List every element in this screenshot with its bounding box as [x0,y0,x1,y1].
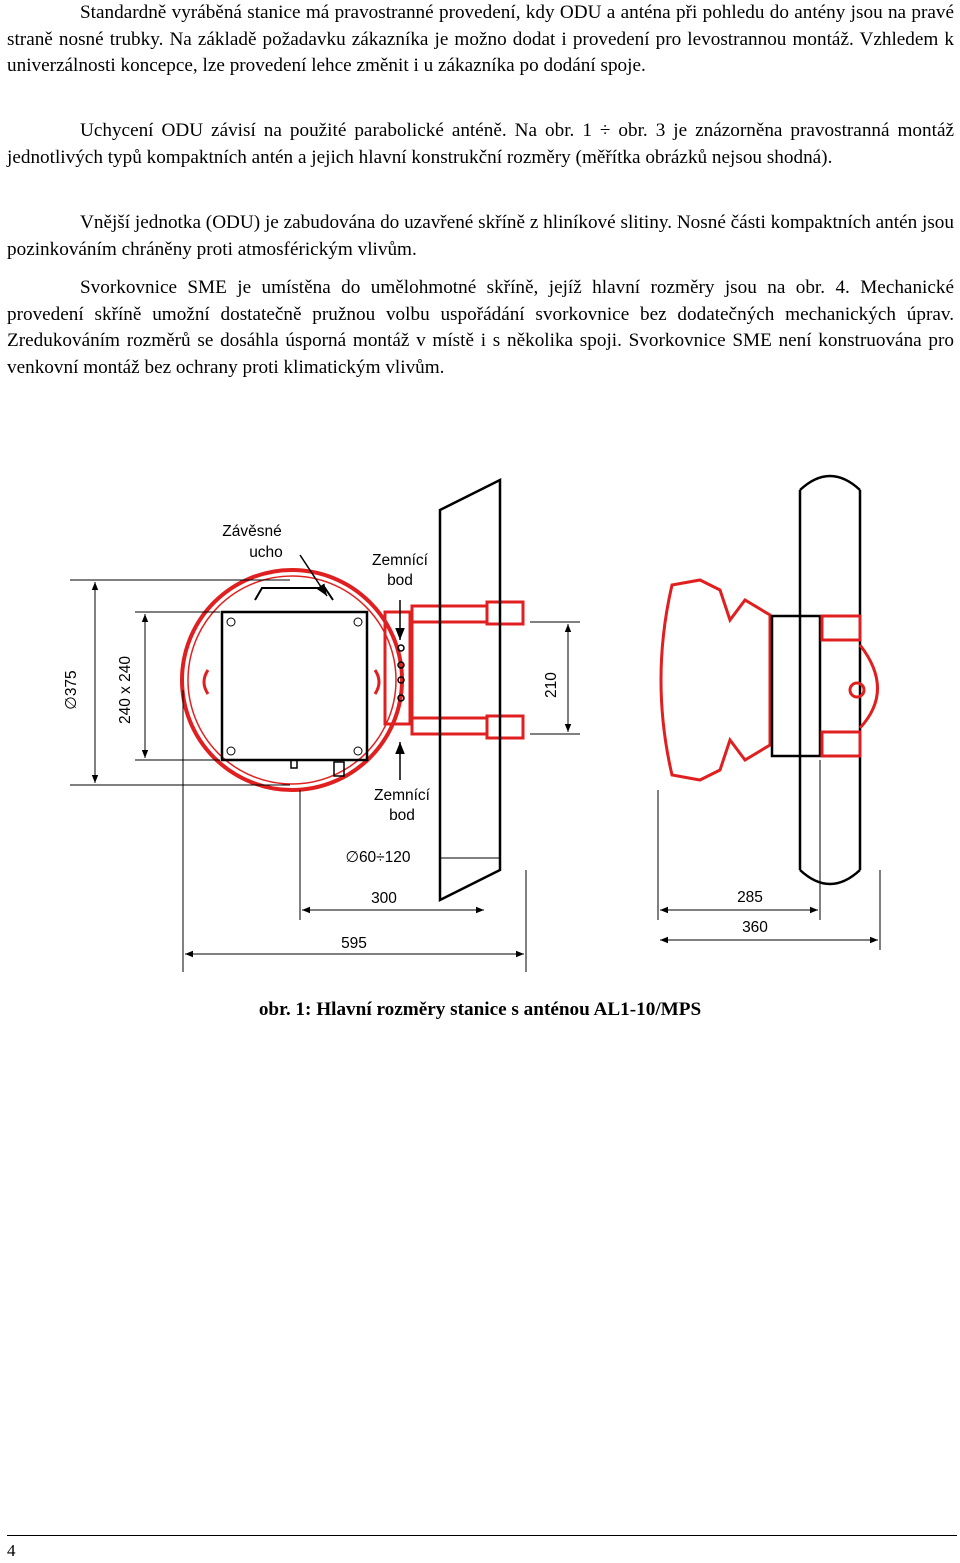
label-ground-bottom-2: bod [389,807,415,824]
housing-side [659,578,772,782]
front-view [180,568,525,792]
dim-210: 210 [543,672,560,698]
odu-box [220,610,369,762]
side-view [659,474,879,886]
dim-375: ∅375 [63,670,80,709]
lifting-lug [254,587,334,601]
paragraph-1: Standardně vyráběná stanice má pravostra… [7,2,954,76]
label-ground-top-2: bod [387,572,413,589]
odu-side [770,614,822,758]
pole-front [438,477,502,903]
dimensions [70,579,881,972]
leader-lug [299,554,328,597]
figure-caption: obr. 1: Hlavní rozměry stanice s anténou… [258,999,702,1020]
mounting-bracket [383,600,525,740]
dim-595: 595 [341,935,367,952]
dim-240x240: 240 x 240 [117,656,134,724]
label-ground-bottom-1: Zemnící [374,787,431,804]
page-number: 4 [7,1541,16,1560]
dim-285: 285 [737,889,763,906]
paragraph-3: Vnější jednotka (ODU) je zabudována do u… [7,212,954,260]
label-ground-top-1: Zemnící [372,552,429,569]
dim-300: 300 [371,890,397,907]
paragraph-4: Svorkovnice SME je umístěna do umělohmot… [7,277,954,378]
paragraph-2: Uchycení ODU závisí na použité parabolic… [7,120,954,168]
figure-station-drawing: Závěsné ucho Zemnící bod Zemnící bod ∅37… [63,474,881,972]
dim-360: 360 [742,919,768,936]
label-hanging-lug-2: ucho [249,544,283,561]
footer-rule [7,1535,957,1536]
label-hanging-lug-1: Závěsné [222,523,281,540]
housing-ring [180,568,404,792]
dim-60-120: ∅60÷120 [345,849,410,866]
